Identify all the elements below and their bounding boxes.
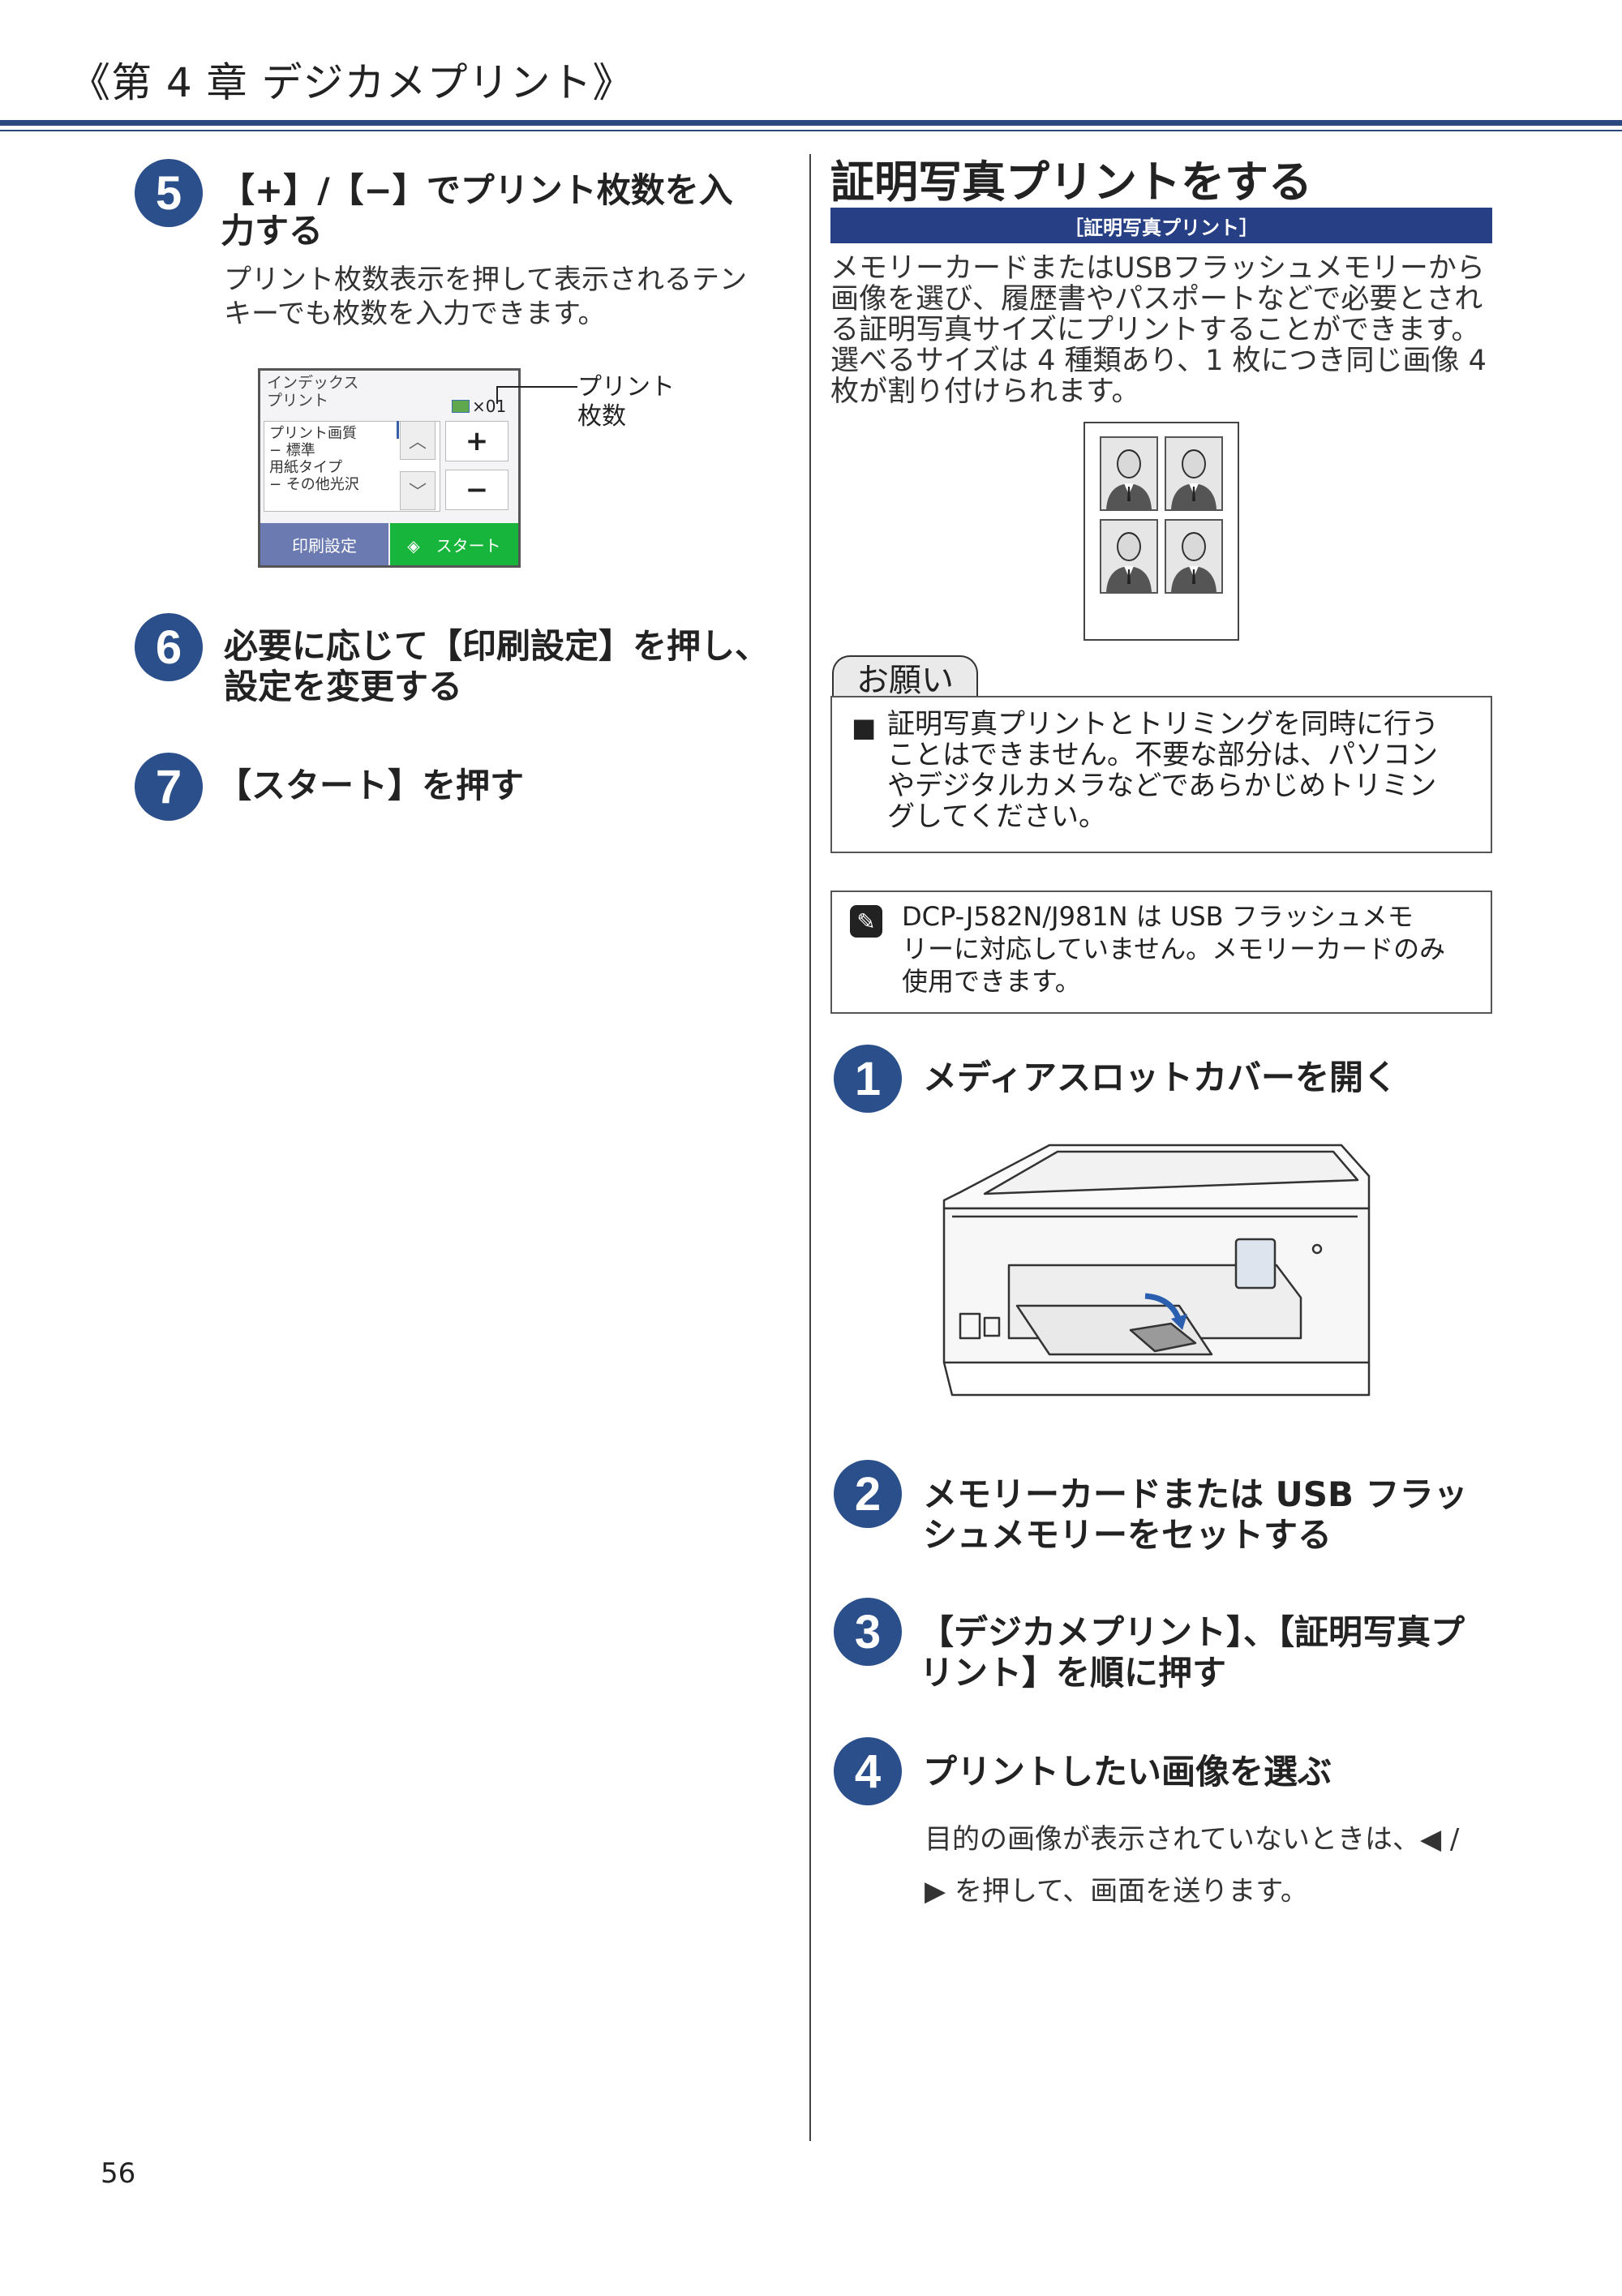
memo-line: DCP-J582N/J981N は USB フラッシュメモ [902,901,1414,932]
lcd-menu-line: − 標準 [269,442,315,459]
step-5-title-line: 【+】/【−】でプリント枚数を入 [221,170,733,210]
header-rule-thin [0,130,1622,131]
step-5-title-line: 力する [221,211,324,251]
person-portrait-icon [1101,438,1156,509]
step-4-body-line: 目的の画像が表示されていないときは、◀ / [925,1823,1460,1856]
notice-text: 証明写真プリントとトリミングを同時に行う ことはできません。不要な部分は、パソコ… [887,709,1479,832]
notice-tab: お願い [832,655,978,699]
step-number-4: 4 [834,1737,902,1805]
lcd-menu-line: プリント画質 [269,425,357,442]
page-number: 56 [101,2157,136,2190]
chevron-down-icon: ﹀ [408,483,427,503]
intro-line: 枚が割り付けられます。 [830,376,1140,408]
notice-line: ことはできません。不要な部分は、パソコン [887,739,1438,771]
step-number-5: 5 [135,159,203,227]
notice-box: ■ 証明写真プリントとトリミングを同時に行う ことはできません。不要な部分は、パ… [830,696,1492,853]
intro-line: る証明写真サイズにプリントすることができます。 [830,314,1480,346]
lcd-scroll-up-button[interactable]: ︿ [400,421,436,460]
callout-line-text: プリント [577,373,675,401]
callout-line-text: 枚数 [577,402,626,431]
id-photo-sheet-illustration [1083,422,1239,641]
step-4-title: プリントしたい画像を選ぶ [923,1752,1332,1792]
id-photo [1100,519,1158,594]
memo-pencil-icon: ✎ [850,905,882,938]
person-portrait-icon [1166,438,1221,509]
step-2-title-line: シュメモリーをセットする [923,1515,1332,1555]
lcd-scroll-indicator [397,421,399,439]
memo-line: リーに対応していません。メモリーカードのみ [902,933,1446,964]
step-3-title: 【デジカメプリント】、【証明写真プ リント】を順に押す [920,1612,1504,1693]
intro-line: 画像を選び、履歴書やパスポートなどで必要とされ [830,283,1483,315]
column-divider [809,154,811,2141]
step-6-title: 必要に応じて【印刷設定】を押し、 設定を変更する [224,626,808,707]
section-intro: メモリーカードまたはUSBフラッシュメモリーから 画像を選び、履歴書やパスポート… [830,253,1504,407]
lcd-scroll-down-button[interactable]: ﹀ [400,471,436,510]
lcd-title-line: プリント [267,392,329,410]
header-rule [0,120,1622,126]
intro-line: 選べるサイズは 4 種類あり、1 枚につき同じ画像 4 [830,345,1487,377]
step-2-title-line: メモリーカードまたは USB フラッ [923,1474,1468,1514]
notice-line: やデジタルカメラなどであらかじめトリミン [887,770,1437,802]
lcd-print-settings-button[interactable]: 印刷設定 [260,523,388,565]
id-photo [1165,436,1223,511]
memo-line: 使用できます。 [902,966,1081,997]
step-6-title-line: 設定を変更する [224,667,463,706]
section-title: 証明写真プリントをする [830,157,1312,208]
step-number-3: 3 [834,1598,902,1666]
image-icon [452,400,470,413]
step-5-body-line: キーでも枚数を入力できます。 [224,298,606,330]
person-portrait-icon [1101,521,1156,592]
lcd-count-value: ×01 [472,397,507,416]
lcd-title-line: インデックス [267,374,359,392]
step-3-title-line: リント】を順に押す [920,1653,1227,1693]
step-6-title-line: 必要に応じて【印刷設定】を押し、 [224,626,770,666]
square-bullet-icon: ■ [852,712,877,743]
callout-line [496,386,577,388]
lcd-plus-button[interactable]: + [445,421,508,461]
step-4-body-line: ▶ を押して、画面を送ります。 [925,1875,1308,1908]
intro-line: メモリーカードまたはUSBフラッシュメモリーから [830,252,1485,285]
lcd-menu-line: − その他光沢 [269,476,359,493]
print-count-callout: プリント 枚数 [577,373,675,431]
lcd-print-count[interactable]: ×01 [452,397,506,416]
printer-illustration [942,1144,1371,1397]
id-photo [1165,519,1223,594]
memo-text: DCP-J582N/J981N は USB フラッシュメモ リーに対応していませ… [902,900,1470,998]
step-5-body: プリント枚数表示を押して表示されるテン キーでも枚数を入力できます。 [224,263,792,331]
step-number-2: 2 [834,1460,902,1528]
lcd-start-button[interactable]: ◈ スタート [390,523,518,565]
step-5-title: 【+】/【−】でプリント枚数を入 力する [221,170,788,251]
lcd-screen: インデックス プリント ×01 プリント画質 − 標準 用紙タイプ − その他光… [258,368,521,568]
step-2-title: メモリーカードまたは USB フラッ シュメモリーをセットする [923,1474,1507,1556]
lcd-menu-line: 用紙タイプ [269,459,342,476]
lcd-screen-title: インデックス プリント [267,374,358,410]
lcd-minus-button[interactable]: − [445,470,508,510]
step-number-1: 1 [834,1045,902,1113]
step-1-title: メディアスロットカバーを開く [923,1058,1398,1097]
person-portrait-icon [1166,521,1221,592]
step-5-body-line: プリント枚数表示を押して表示されるテン [224,264,747,296]
notice-line: 証明写真プリントとトリミングを同時に行う [887,708,1439,740]
callout-tick [496,386,498,404]
chevron-up-icon: ︿ [408,432,427,453]
section-label: ［証明写真プリント］ [830,208,1492,243]
id-photo [1100,436,1158,511]
step-number-6: 6 [135,613,203,681]
chapter-title: 《第 4 章 デジカメプリント》 [70,59,634,106]
step-number-7: 7 [135,753,203,821]
memo-box: ✎ DCP-J582N/J981N は USB フラッシュメモ リーに対応してい… [830,891,1492,1014]
step-7-title: 【スタート】を押す [217,766,525,805]
notice-line: グしてください。 [887,800,1106,833]
step-4-body: 目的の画像が表示されていないときは、◀ / ▶ を押して、画面を送ります。 [925,1813,1508,1917]
step-3-title-line: 【デジカメプリント】、【証明写真プ [920,1612,1465,1652]
